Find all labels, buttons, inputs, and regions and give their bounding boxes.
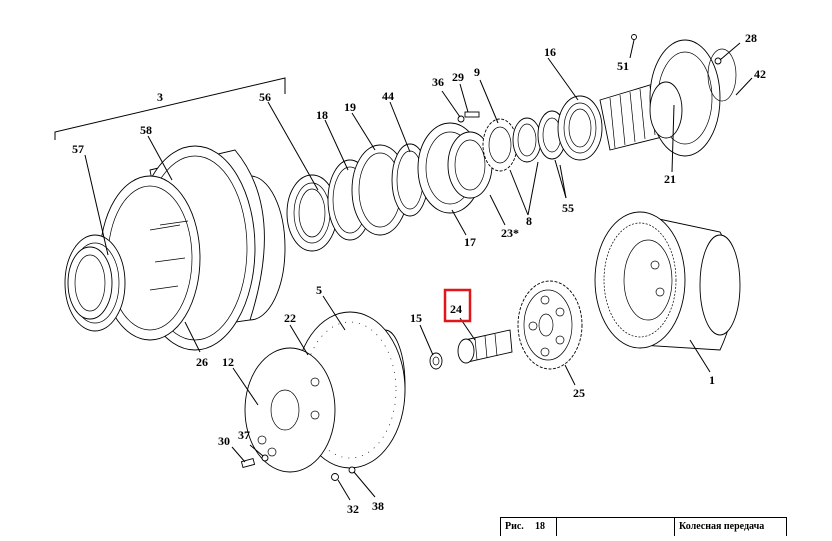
callout-42: 42 (754, 67, 766, 81)
nut-15 (429, 352, 443, 370)
callout-51: 51 (617, 59, 629, 73)
callout-labels: 3 57 58 56 18 19 44 36 29 9 16 51 28 42 … (72, 31, 766, 516)
callout-17: 17 (464, 235, 476, 249)
callout-36: 36 (432, 75, 444, 89)
washer-36 (457, 115, 465, 123)
figure-number: 18 (531, 518, 557, 536)
callout-3: 3 (157, 90, 163, 104)
callout-37: 37 (238, 428, 250, 442)
callout-28: 28 (745, 31, 757, 45)
callout-22: 22 (284, 311, 296, 325)
bearing-57 (64, 234, 126, 332)
callout-24: 24 (450, 302, 462, 316)
bracket-3 (54, 77, 286, 140)
title-block-blank-cell (557, 518, 675, 536)
sun-gear-24 (457, 329, 513, 364)
housing-58 (99, 145, 286, 351)
shaft-21 (599, 39, 721, 157)
gear-25 (517, 280, 583, 370)
callout-5: 5 (316, 283, 322, 297)
title-block: Рис. 18 Колесная передача (500, 517, 787, 536)
bolt-30 (240, 457, 256, 469)
callout-8: 8 (526, 214, 532, 228)
callout-25: 25 (573, 386, 585, 400)
washer-38 (348, 466, 356, 474)
callout-58: 58 (140, 123, 152, 137)
callout-57: 57 (72, 142, 84, 156)
screw-32 (331, 473, 339, 481)
callout-44: 44 (382, 89, 394, 103)
callout-9: 9 (474, 65, 480, 79)
callout-30: 30 (218, 434, 230, 448)
callout-15: 15 (410, 311, 422, 325)
callout-56: 56 (259, 90, 271, 104)
oring-42 (707, 48, 737, 102)
pin-51 (631, 34, 637, 40)
callout-23: 23* (501, 226, 519, 240)
ring-8 (512, 117, 542, 163)
figure-title: Колесная передача (679, 521, 765, 532)
callout-21: 21 (664, 172, 676, 186)
callout-16: 16 (544, 45, 556, 59)
plug-28 (714, 57, 722, 65)
callout-32: 32 (347, 502, 359, 516)
callout-26: 26 (196, 355, 208, 369)
carrier-1 (594, 211, 741, 351)
callout-29: 29 (452, 70, 464, 84)
bearing-16 (557, 95, 603, 161)
hub-17 (417, 122, 493, 214)
bolt-29 (464, 111, 480, 118)
callout-18: 18 (316, 108, 328, 122)
callout-19: 19 (344, 100, 356, 114)
callout-1: 1 (709, 373, 715, 387)
leader-lines (84, 39, 753, 501)
callout-38: 38 (372, 499, 384, 513)
cover-12 (244, 347, 336, 473)
gear-ring-9 (482, 118, 518, 172)
callout-55: 55 (562, 201, 574, 215)
figure-label: Рис. (505, 521, 524, 532)
washer-37 (261, 454, 269, 462)
callout-12: 12 (222, 355, 234, 369)
bearing-56 (286, 174, 338, 252)
highlight-box-24 (443, 288, 472, 323)
